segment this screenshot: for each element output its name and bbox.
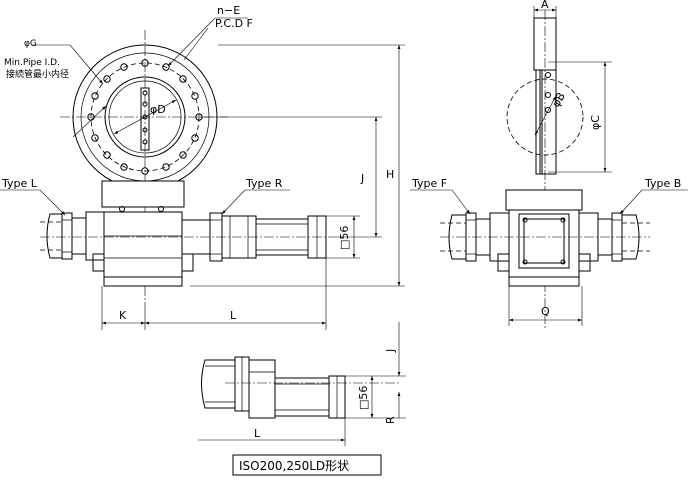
dim-phi-b: φB	[549, 90, 568, 109]
dim-j-bottom: J	[384, 349, 397, 353]
dim-sq56-bottom: □56	[357, 386, 370, 410]
label-n-e: n−E	[217, 4, 240, 17]
dim-r: R	[384, 416, 397, 424]
body-neck	[101, 180, 185, 208]
side-body-top	[505, 189, 583, 211]
dim-a: A	[541, 0, 549, 11]
side-window	[518, 213, 570, 269]
port-type-l	[40, 211, 105, 261]
side-view: φB φC A	[410, 0, 688, 330]
dim-h: H	[386, 168, 394, 181]
bottom-body	[248, 359, 276, 419]
bolt-holes	[87, 59, 203, 175]
label-type-b: Type B	[644, 177, 681, 190]
caption: ISO200,250LD形状	[239, 459, 349, 473]
front-view: φD	[0, 4, 405, 330]
dim-k: K	[119, 309, 127, 322]
label-pcd-f: P.C.D F	[215, 17, 253, 30]
valve-body	[103, 211, 183, 287]
label-type-r: Type R	[245, 177, 283, 190]
label-phi-d: φD	[150, 103, 166, 116]
dim-phi-c: φC	[589, 115, 602, 130]
label-min-pipe: Min.Pipe I.D.	[4, 58, 60, 68]
caption-box	[232, 454, 382, 476]
bottom-view: □56 J R L	[198, 322, 406, 446]
dim-l: L	[230, 309, 237, 322]
swing-circle	[506, 78, 584, 156]
label-min-pipe-jp: 接続管最小内径	[6, 68, 69, 80]
dim-sq56: □56	[338, 226, 351, 250]
dim-j: J	[360, 172, 364, 185]
label-phi-g: φG	[24, 39, 37, 49]
label-type-f: Type F	[411, 177, 447, 190]
label-type-l: Type L	[1, 177, 38, 190]
side-body	[508, 209, 580, 287]
dim-l-bottom: L	[254, 427, 261, 440]
dim-q: Q	[541, 305, 550, 318]
